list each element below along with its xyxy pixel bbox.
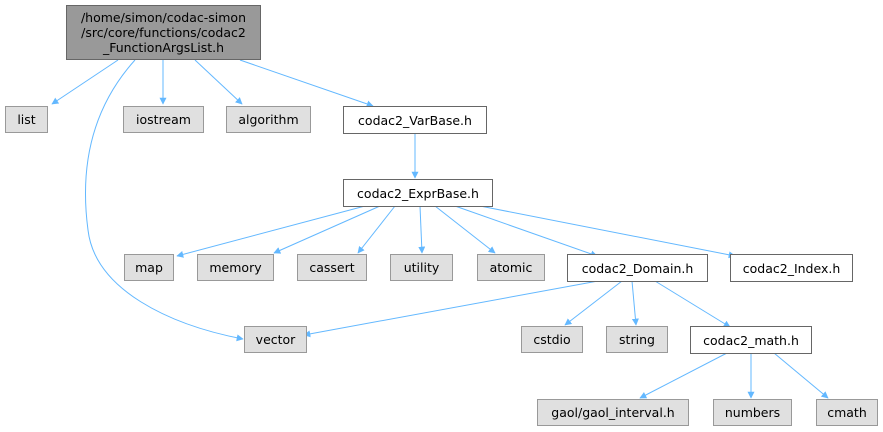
root-path-line-2: /src/core/functions/codac2 xyxy=(81,25,246,40)
node-gaol-interval[interactable]: gaol/gaol_interval.h xyxy=(537,399,689,426)
node-vector[interactable]: vector xyxy=(244,326,307,353)
edge-domain-cstdio xyxy=(564,280,623,326)
node-algorithm[interactable]: algorithm xyxy=(226,106,311,133)
root-path-line-1: /home/simon/codac-simon xyxy=(80,10,247,25)
edge-exprbase-atomic xyxy=(434,205,496,254)
edge-root-list xyxy=(51,59,119,105)
edge-exprbase-map xyxy=(176,205,366,258)
edge-root-vector xyxy=(85,59,244,342)
edge-exprbase-cassert xyxy=(357,205,396,254)
root-file-node[interactable]: /home/simon/codac-simon /src/core/functi… xyxy=(66,5,261,60)
node-cstdio[interactable]: cstdio xyxy=(521,326,583,353)
edge-domain-vector xyxy=(303,280,599,338)
node-cassert[interactable]: cassert xyxy=(297,254,367,281)
node-codac2-domain[interactable]: codac2_Domain.h xyxy=(567,254,708,282)
node-codac2-index[interactable]: codac2_Index.h xyxy=(730,254,853,282)
edge-exprbase-memory xyxy=(273,205,381,254)
edge-exprbase-domain xyxy=(454,205,598,258)
node-cmath[interactable]: cmath xyxy=(816,399,878,426)
edge-domain-math xyxy=(654,280,731,328)
node-codac2-exprbase[interactable]: codac2_ExprBase.h xyxy=(343,179,493,207)
edge-domain-string xyxy=(631,280,639,326)
node-memory[interactable]: memory xyxy=(197,254,274,281)
edge-math-gaol xyxy=(639,352,728,399)
node-utility[interactable]: utility xyxy=(390,254,453,281)
node-list[interactable]: list xyxy=(5,106,48,133)
node-codac2-math[interactable]: codac2_math.h xyxy=(690,326,812,354)
node-map[interactable]: map xyxy=(124,254,174,281)
node-iostream[interactable]: iostream xyxy=(123,106,204,133)
root-path-line-3: _FunctionArgsList.h xyxy=(102,40,225,55)
node-numbers[interactable]: numbers xyxy=(713,399,792,426)
edge-exprbase-index xyxy=(479,205,736,259)
edge-root-algorithm xyxy=(194,59,243,105)
edge-math-cmath xyxy=(773,352,829,399)
node-codac2-varbase[interactable]: codac2_VarBase.h xyxy=(343,106,487,134)
node-string[interactable]: string xyxy=(606,326,668,353)
edge-exprbase-utility xyxy=(418,205,426,254)
edge-root-varbase xyxy=(239,59,374,108)
node-atomic[interactable]: atomic xyxy=(477,254,545,281)
